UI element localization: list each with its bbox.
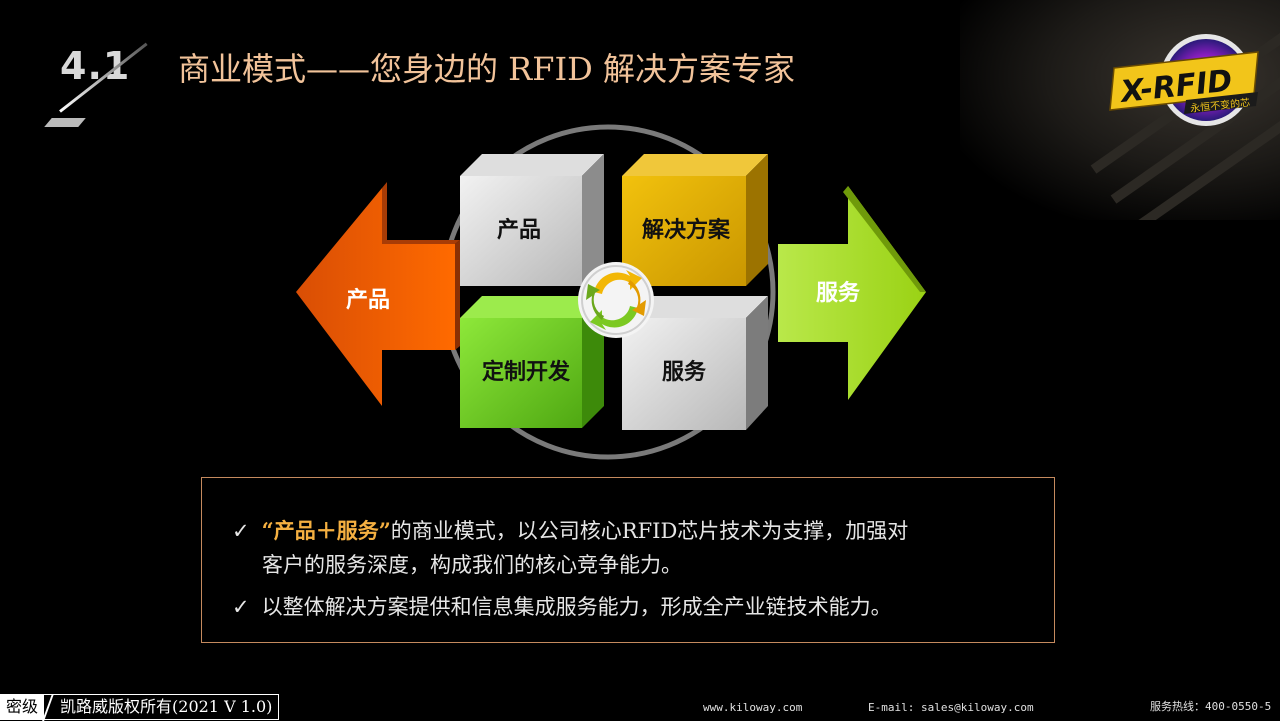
- checkmark-icon: ✓: [232, 595, 250, 619]
- right-arrow-label: 服务: [816, 280, 861, 306]
- business-model-diagram: 产品 服务 产品 解决方案 定制开发 服务: [290, 120, 940, 470]
- cube-service: [622, 296, 768, 430]
- cube-custom-development-label: 定制开发: [482, 359, 571, 385]
- x-rfid-logo: X-RFID 永恒不变的芯: [1108, 30, 1266, 130]
- bullet-2-text: 以整体解决方案提供和信息集成服务能力，形成全产业链技术能力。: [261, 595, 892, 619]
- cube-product-label: 产品: [497, 217, 542, 243]
- bullet-1: ✓ “产品＋服务”的商业模式，以公司核心RFID芯片技术为支撑，加强对: [232, 514, 908, 548]
- right-arrow: [778, 186, 926, 400]
- cube-service-label: 服务: [662, 359, 707, 385]
- page-title: 商业模式——您身边的 RFID 解决方案专家: [178, 50, 795, 88]
- email-text: E-mail: sales@kiloway.com: [868, 701, 1034, 714]
- recycle-arrows-icon: [578, 262, 654, 338]
- section-accent-bar: [44, 118, 86, 127]
- cube-solution-label: 解决方案: [642, 217, 731, 243]
- secret-level-label: 密级: [0, 694, 45, 720]
- left-arrow: [296, 182, 460, 406]
- hotline-text: 服务热线：400-0550-5: [1150, 700, 1272, 713]
- bullet-1-line1: 的商业模式，以公司核心RFID芯片技术为支撑，加强对: [390, 519, 909, 543]
- left-arrow-label: 产品: [346, 287, 391, 313]
- website-text: www.kiloway.com: [703, 701, 803, 714]
- cube-product: [460, 154, 604, 286]
- bullet-2: ✓ 以整体解决方案提供和信息集成服务能力，形成全产业链技术能力。: [232, 590, 892, 624]
- copyright-text: 凯路威版权所有(2021 V 1.0): [44, 694, 280, 720]
- checkmark-icon: ✓: [232, 519, 250, 543]
- bullet-1-highlight: “产品＋服务”: [261, 518, 391, 543]
- info-box: ✓ “产品＋服务”的商业模式，以公司核心RFID芯片技术为支撑，加强对 客户的服务…: [201, 477, 1055, 643]
- cube-custom-development: [460, 296, 604, 428]
- footer-left: 密级 凯路威版权所有(2021 V 1.0): [0, 694, 280, 720]
- bullet-1-line2: 客户的服务深度，构成我们的核心竞争能力。: [262, 553, 682, 577]
- cube-solution: [622, 154, 768, 286]
